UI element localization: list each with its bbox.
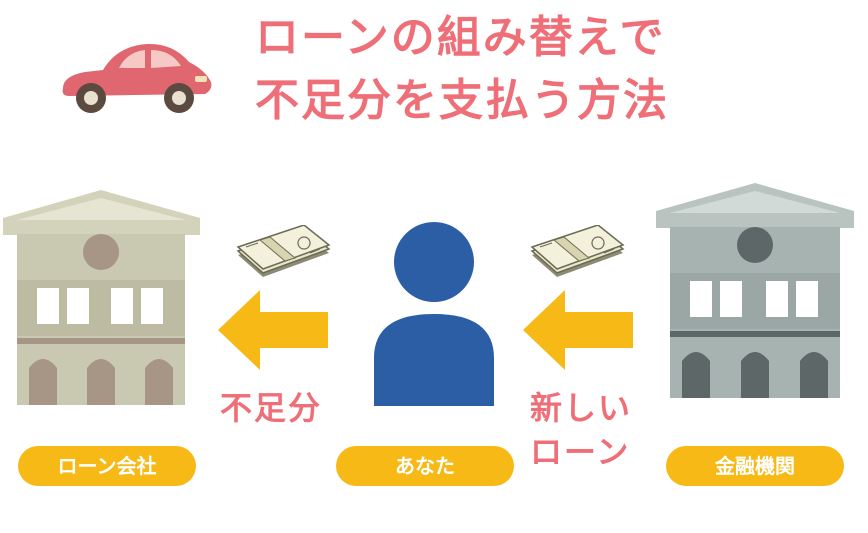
person-icon bbox=[370, 222, 498, 406]
label-loan-company: ローン会社 bbox=[18, 446, 196, 486]
label-you: あなた bbox=[336, 446, 514, 486]
arrow-left-icon bbox=[218, 290, 328, 370]
flow-label-new-loan-line-1: 新しい bbox=[530, 389, 633, 427]
flow-label-new-loan-line-2: ローン bbox=[530, 433, 631, 471]
flow-label-shortfall: 不足分 bbox=[220, 389, 323, 427]
car-icon bbox=[55, 38, 220, 113]
bank-building-icon bbox=[3, 190, 200, 405]
arrow-left-icon bbox=[523, 290, 633, 370]
money-bundle-icon bbox=[530, 224, 625, 280]
page-title-line-2: 不足分を支払う方法 bbox=[255, 75, 669, 126]
money-bundle-icon bbox=[236, 224, 331, 280]
page-title-line-1: ローンの組み替えで bbox=[255, 12, 666, 63]
bank-building-icon bbox=[656, 183, 854, 398]
label-financial-institution: 金融機関 bbox=[666, 446, 844, 486]
